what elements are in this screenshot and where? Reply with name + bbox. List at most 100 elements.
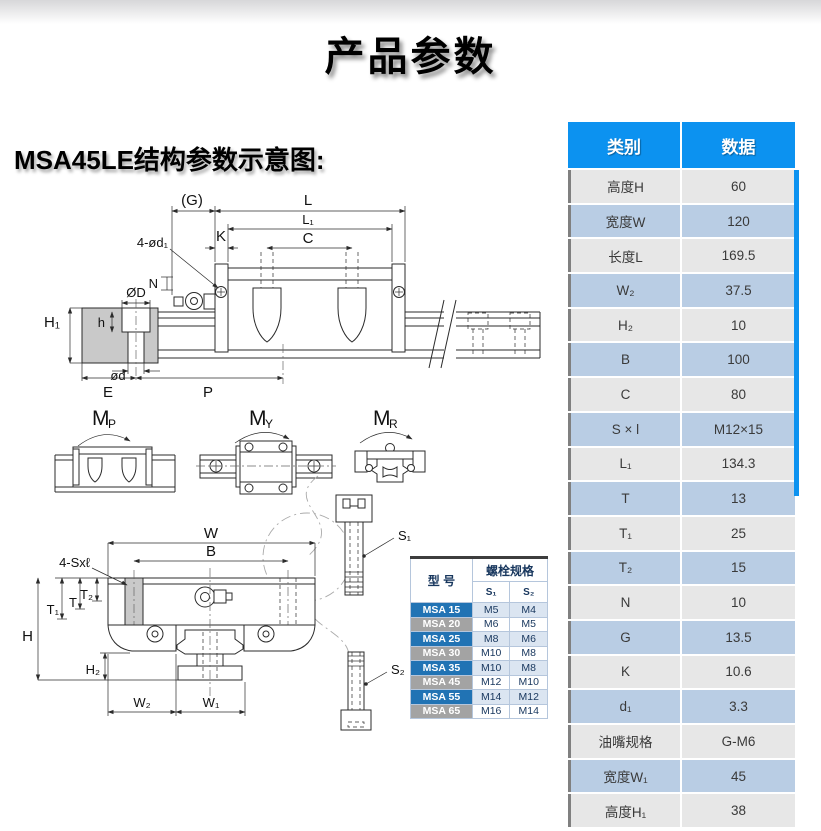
param-label: T₁ xyxy=(568,516,680,550)
bolt-s1-cell: M14 xyxy=(471,689,511,705)
param-label: T₂ xyxy=(568,551,680,585)
my-label: M xyxy=(249,407,267,430)
param-label: K xyxy=(568,655,680,689)
param-label: 宽度W xyxy=(568,204,680,238)
front-view: W B 4-Sxℓ T₂ T T₁ H H₂ W₂ W₁ xyxy=(22,475,352,716)
param-label: 长度L xyxy=(568,239,680,273)
dim-label-B: B xyxy=(206,543,216,560)
param-row: T₁ 25 xyxy=(568,516,798,550)
bolt-model-cell: MSA 45 xyxy=(410,674,473,690)
param-row: 长度L 169.5 xyxy=(568,239,798,273)
bolt-s1-label: S₁ xyxy=(398,528,412,543)
param-row: 高度H₁ 38 xyxy=(568,794,798,828)
bolt-row: MSA 55 M14 M12 xyxy=(410,689,548,705)
param-value: 13 xyxy=(682,482,795,515)
header-category: 类别 xyxy=(568,122,680,168)
param-value: 100 xyxy=(682,343,795,377)
mr-sub: R xyxy=(389,417,398,431)
param-label: S × l xyxy=(568,412,680,446)
dim-label-C: C xyxy=(303,230,314,247)
dim-label-K: K xyxy=(216,228,226,245)
bolt-s2-drawing: S₂ xyxy=(340,651,405,731)
param-value: 169.5 xyxy=(682,239,795,273)
mr-label: M xyxy=(373,407,391,430)
dim-label-T1: T₁ xyxy=(47,602,60,617)
mp-sub: P xyxy=(108,417,116,431)
bolt-s2-cell: M4 xyxy=(509,602,548,618)
dim-label-4Sxl: 4-Sxℓ xyxy=(59,555,91,570)
dim-label-W: W xyxy=(204,525,219,542)
side-view: (G) L L₁ C K 4-ød₁ N ØD H₁ h ød E P xyxy=(44,192,541,401)
param-value: 45 xyxy=(682,759,795,793)
param-label: 油嘴规格 xyxy=(568,725,680,758)
bolt-model-cell: MSA 55 xyxy=(410,689,473,705)
param-value: 10 xyxy=(682,308,795,342)
dim-label-h: h xyxy=(98,315,105,330)
param-value: G-M6 xyxy=(682,725,795,758)
moment-my: M Y xyxy=(196,407,336,495)
dim-label-L1: L₁ xyxy=(302,212,314,227)
dim-label-T: T xyxy=(69,595,77,610)
bolt-model-cell: MSA 15 xyxy=(410,602,473,618)
moment-mp: M P xyxy=(54,407,176,493)
table-scrollbar-thumb[interactable] xyxy=(794,170,799,496)
param-row: S × l M12×15 xyxy=(568,412,798,446)
bolt-s1-cell: M5 xyxy=(471,602,511,618)
moment-mr: M R xyxy=(354,407,426,483)
param-row: 油嘴规格 G-M6 xyxy=(568,725,798,758)
param-label: 宽度W₁ xyxy=(568,759,680,793)
param-label: 高度H xyxy=(568,170,680,203)
dim-label-P: P xyxy=(203,384,213,401)
param-value: 15 xyxy=(682,551,795,585)
bolt-s2-cell: M6 xyxy=(509,631,548,647)
param-row: H₂ 10 xyxy=(568,308,798,342)
bolt-row: MSA 25 M8 M6 xyxy=(410,631,548,647)
param-row: G 13.5 xyxy=(568,620,798,654)
bolt-col-s1: S₁ xyxy=(471,581,511,603)
bolt-row: MSA 35 M10 M8 xyxy=(410,660,548,676)
param-row: 高度H 60 xyxy=(568,170,798,203)
bolt-s2-cell: M10 xyxy=(509,674,548,690)
param-label: B xyxy=(568,343,680,377)
dim-label-N: N xyxy=(149,276,158,291)
bolt-s1-cell: M6 xyxy=(471,616,511,632)
dim-label-OD: ØD xyxy=(126,285,146,300)
param-row: 宽度W₁ 45 xyxy=(568,759,798,793)
structure-diagram: (G) L L₁ C K 4-ød₁ N ØD H₁ h ød E P M P … xyxy=(22,192,541,731)
bolt-s2-cell: M14 xyxy=(509,703,548,719)
param-row: B 100 xyxy=(568,343,798,377)
dim-label-H1: H₁ xyxy=(44,314,60,331)
dim-label-H2: H₂ xyxy=(86,662,100,677)
bolt-s1-cell: M10 xyxy=(471,645,511,661)
dim-label-T2: T₂ xyxy=(80,587,93,602)
bolt-col-spec: 螺栓规格 xyxy=(471,557,549,582)
bolt-model-cell: MSA 65 xyxy=(410,703,473,719)
bolt-s1-drawing: S₁ xyxy=(335,494,412,596)
param-value: 13.5 xyxy=(682,620,795,654)
param-label: d₁ xyxy=(568,690,680,723)
bolt-s2-label: S₂ xyxy=(391,662,405,677)
bolt-s2-cell: M8 xyxy=(509,645,548,661)
param-label: N xyxy=(568,586,680,619)
dim-label-H: H xyxy=(22,628,33,645)
bolt-model-cell: MSA 30 xyxy=(410,645,473,661)
end-cap-screw xyxy=(215,286,405,298)
dim-label-L: L xyxy=(304,192,312,209)
bolt-s2-cell: M5 xyxy=(509,616,548,632)
param-value: 134.3 xyxy=(682,447,795,481)
bolt-model-cell: MSA 25 xyxy=(410,631,473,647)
param-row: N 10 xyxy=(568,586,798,619)
param-row: 宽度W 120 xyxy=(568,204,798,238)
dim-label-W1: W₁ xyxy=(203,695,220,710)
param-value: 37.5 xyxy=(682,274,795,307)
param-label: L₁ xyxy=(568,447,680,481)
param-value: 3.3 xyxy=(682,690,795,723)
dim-label-G: (G) xyxy=(181,192,203,209)
bolt-s2-cell: M12 xyxy=(509,689,548,705)
param-label: H₂ xyxy=(568,308,680,342)
grease-nipple-side xyxy=(173,292,216,310)
mp-label: M xyxy=(92,407,110,430)
param-value: 60 xyxy=(682,170,795,203)
parameter-table: 类别 数据 高度H 60 宽度W 120 长度L 169.5 W₂ 37.5 H… xyxy=(568,122,798,829)
param-label: C xyxy=(568,378,680,411)
